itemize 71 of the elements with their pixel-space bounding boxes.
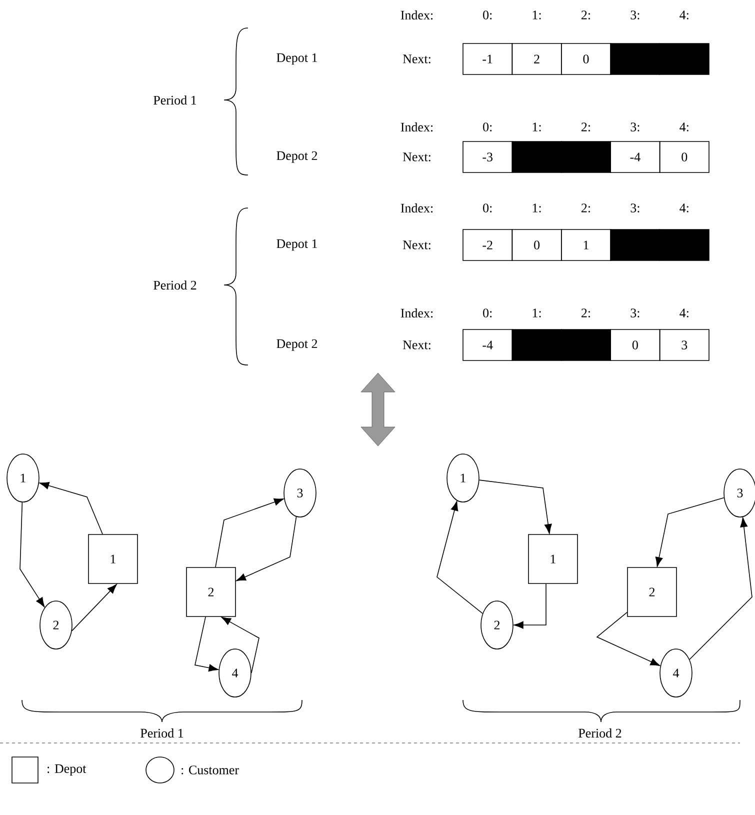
table-cell: 0 [659,141,710,173]
label: 3: [630,10,640,20]
arrow [72,584,117,632]
label: Depot 2 [276,339,318,351]
arrow [215,498,284,568]
filled-cell [659,43,710,75]
depot-square: 1 [88,534,138,584]
filled-cell [512,329,562,361]
label: 1: [532,122,541,132]
depot-square: 2 [627,567,677,617]
label: 2: [582,204,590,212]
filled-cell [512,141,562,173]
label: 2: [582,122,590,132]
label: 4: [680,122,688,132]
arrow [514,584,546,629]
label: Index: [400,308,433,318]
arrow [655,497,724,567]
label: 2: [582,10,590,20]
depot-square: 1 [528,534,578,584]
table-cell: 0 [610,329,660,361]
label: 3: [630,308,640,318]
label: 4: [680,10,688,20]
table-cell: -4 [610,141,660,173]
label: 3: [630,204,640,212]
arrow [39,482,103,534]
label: Index: [400,10,433,20]
label: 1: [532,204,541,212]
arrow [596,612,660,666]
label: Next: [402,152,430,162]
table-cell: -1 [462,43,513,75]
label: Depot 2 [276,151,318,163]
table-cell: -2 [462,229,513,261]
label: Period 1 [140,728,184,738]
filled-cell [659,229,710,261]
label: 1: [532,10,541,20]
filled-cell [561,141,611,173]
label: 2: [582,308,590,318]
legend-text: : Depot [48,764,86,776]
label: Period 2 [578,728,622,738]
table-cell: 3 [659,329,710,361]
depot-square: 2 [186,567,236,617]
label: 0: [483,122,492,132]
label: Period 1 [154,95,196,105]
filled-cell [610,43,660,75]
label: Index: [400,122,433,132]
label: Next: [402,54,430,64]
label: 0: [483,204,492,212]
label: Next: [402,340,430,350]
table-cell: 0 [512,229,562,261]
label: Depot 1 [276,53,317,65]
arrow [689,517,752,660]
label: 1: [532,308,541,318]
arrow [20,502,45,608]
label: Index: [400,203,433,213]
arrow [194,616,218,672]
label: Next: [402,240,430,250]
label: 0: [483,10,492,20]
arrow [478,480,552,534]
table-cell: 2 [512,43,562,75]
label: 4: [680,204,688,212]
filled-cell [610,229,660,261]
arrow [221,616,260,674]
label: 0: [483,308,492,318]
filled-cell [561,329,611,361]
label: 4: [680,308,688,318]
label: Period 2 [154,280,196,290]
legend-text: : Customer [182,766,239,774]
label: 3: [630,122,640,132]
arrow [436,501,483,614]
label: Depot 1 [276,239,317,251]
arrow [236,516,297,582]
